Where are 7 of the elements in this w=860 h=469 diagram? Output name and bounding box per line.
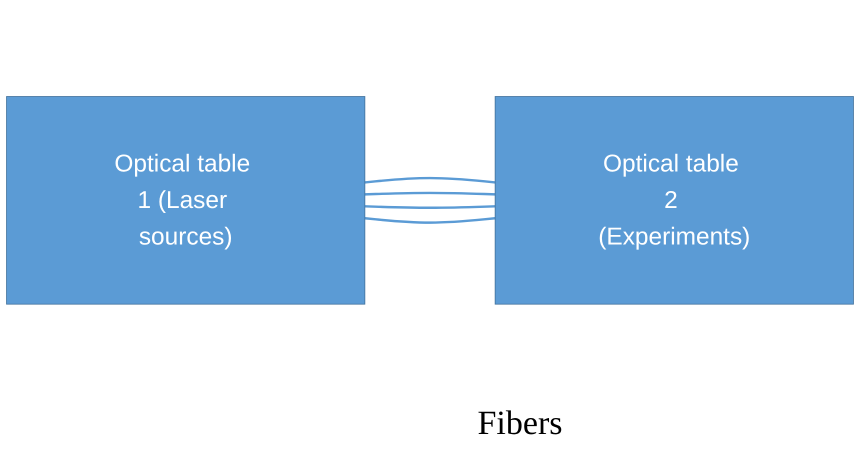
fibers-label: Fibers (478, 405, 562, 443)
node-box: Optical table 1 (Laser sources) (6, 96, 366, 304)
connector (364, 176, 496, 184)
connector (364, 216, 496, 224)
connector (364, 204, 496, 209)
node-box: Optical table 2 (Experiments) (494, 96, 854, 304)
connector (364, 191, 496, 196)
